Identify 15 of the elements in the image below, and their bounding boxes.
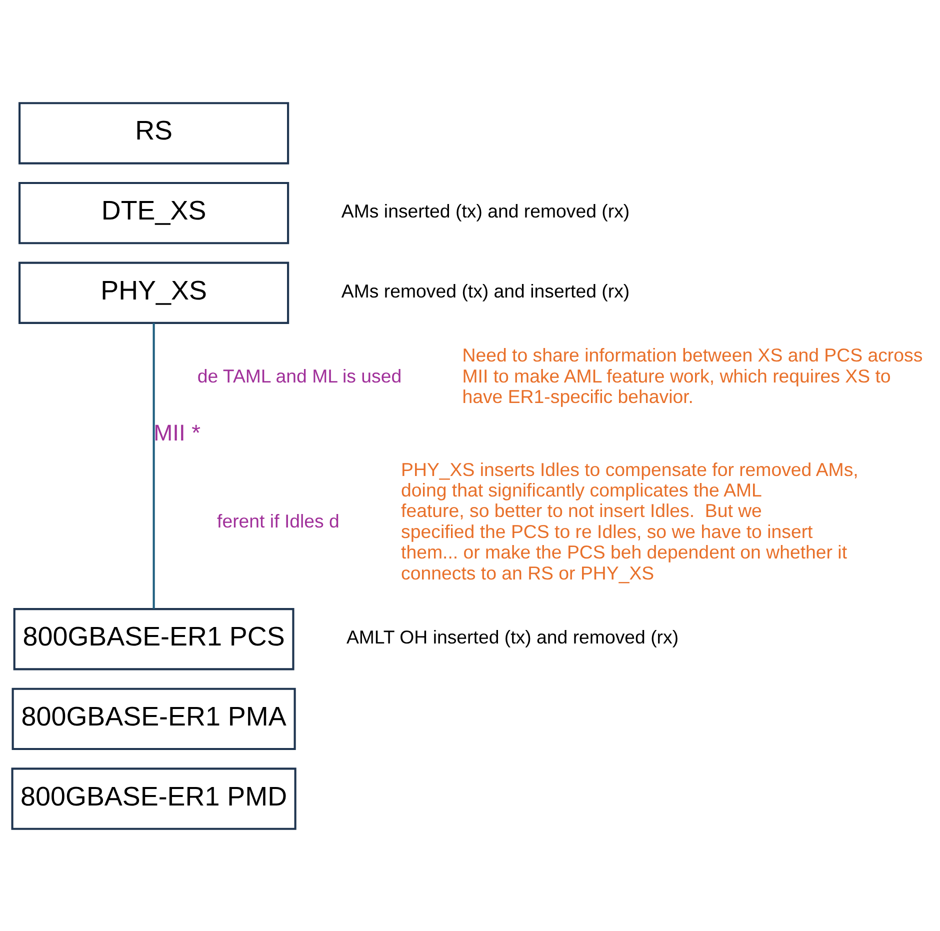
node-label: AMs removed (tx) and inserted (rx): [341, 280, 630, 301]
label: Need to share information between XS and PCS across MII to make AML feature work, which requires XS to have ER1-specific behavior.: [462, 344, 923, 407]
node-box: PHY_XS: [18, 261, 290, 324]
node-label: AMLT OH inserted (tx) and removed (rx): [346, 626, 679, 648]
node-box: RS: [18, 102, 290, 164]
label: de TAML and ML is used: [197, 364, 402, 386]
node-label: AMs inserted (tx) and removed (rx): [341, 200, 630, 222]
node-box: 800GBASE-ER1 PCS: [13, 608, 294, 670]
label: ferent if Idles d: [217, 510, 340, 532]
edge-label: MII *: [154, 419, 201, 446]
node-box: 800GBASE-ER1 PMD: [11, 767, 296, 830]
node-box: DTE_XS: [18, 181, 290, 244]
node-box: 800GBASE-ER1 PMA: [12, 687, 296, 750]
label: PHY_XS inserts Idles to compensate for removed AMs, doing that significantly complicates the AML feature, so better to not insert Idles. But we specified the PCS to re Idles, so we have to insert them... or make the PCS beh dependent on whether it connects to an RS or PHY_XS: [401, 458, 858, 583]
connector: [152, 322, 155, 608]
